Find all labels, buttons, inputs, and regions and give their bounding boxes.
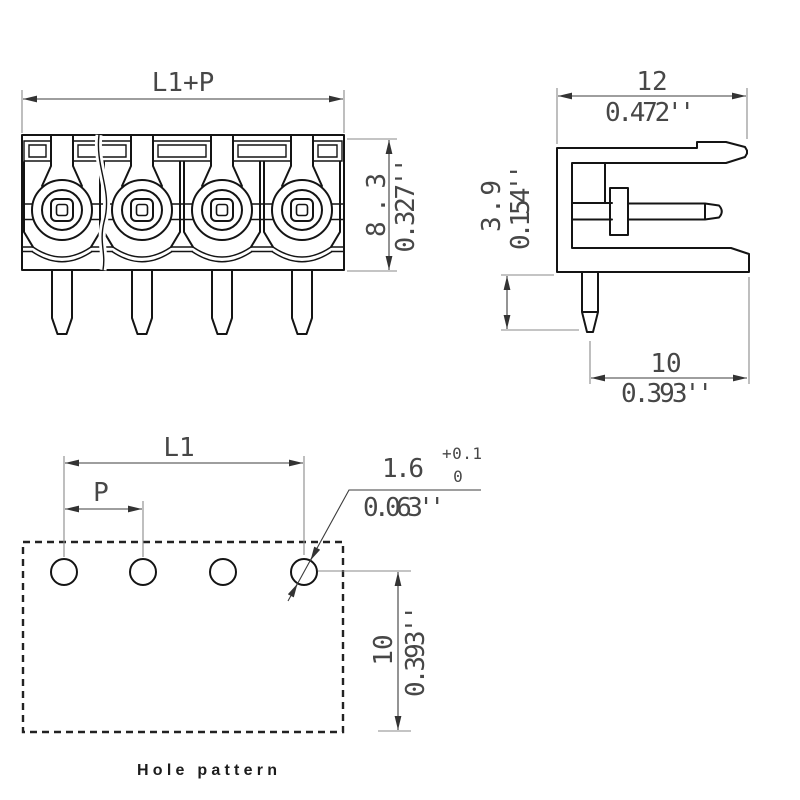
front-height-mm: 8.3 — [362, 173, 392, 237]
dim-hole-edge-distance: 10 0.393'' — [318, 570, 431, 732]
dim-side-pin-length: 3.9 0.154'' — [477, 164, 579, 331]
pole-unit — [23, 135, 101, 335]
dim-hole-diameter: 1.6 +0.1 0 0.063'' — [287, 444, 482, 602]
dim-front-width: L1+P — [21, 68, 345, 133]
hole-diameter-in: 0.063'' — [363, 493, 445, 523]
hole-tolerance-lower: 0 — [453, 467, 463, 486]
front-width-label: L1+P — [152, 68, 215, 98]
pole-unit — [183, 135, 261, 335]
front-view: L1+P 8.3 0.327'' — [21, 68, 421, 335]
hole-pitch-label: P — [93, 478, 109, 508]
hole-tolerance-upper: +0.1 — [442, 444, 482, 463]
side-view: 12 0.472'' 3.9 0.154'' 10 0.393'' — [477, 67, 750, 409]
side-pin-length-in: 0.154'' — [506, 164, 536, 250]
hole-edge-distance-mm: 10 — [369, 634, 399, 665]
pole-unit — [103, 135, 181, 335]
dim-side-pin-offset: 10 0.393'' — [589, 277, 750, 409]
mounting-holes — [50, 558, 318, 586]
pcb-outline — [21, 540, 345, 734]
side-pin-offset-mm: 10 — [650, 349, 681, 379]
side-pin-length-mm: 3.9 — [477, 180, 507, 232]
dim-hole-pitch: P — [65, 478, 144, 557]
hole-diameter-mm: 1.6 — [382, 454, 424, 484]
latch-panels — [23, 140, 343, 162]
side-pin-offset-in: 0.393'' — [621, 379, 713, 409]
hole-pattern-view: L1 P 1.6 +0.1 0 0.063'' 10 0.393'' Hole … — [21, 433, 482, 779]
dim-hole-length: L1 — [63, 433, 305, 557]
break-line — [94, 134, 111, 271]
pole-unit — [263, 135, 341, 335]
side-width-in: 0.472'' — [605, 98, 695, 128]
hole-pattern-caption: Hole pattern — [137, 762, 277, 779]
dim-side-width: 12 0.472'' — [556, 67, 748, 144]
front-height-in: 0.327'' — [391, 158, 421, 253]
dim-front-height: 8.3 0.327'' — [347, 138, 421, 272]
hole-length-label: L1 — [163, 433, 194, 463]
hole-edge-distance-in: 0.393'' — [401, 605, 431, 697]
side-width-mm: 12 — [636, 67, 667, 97]
